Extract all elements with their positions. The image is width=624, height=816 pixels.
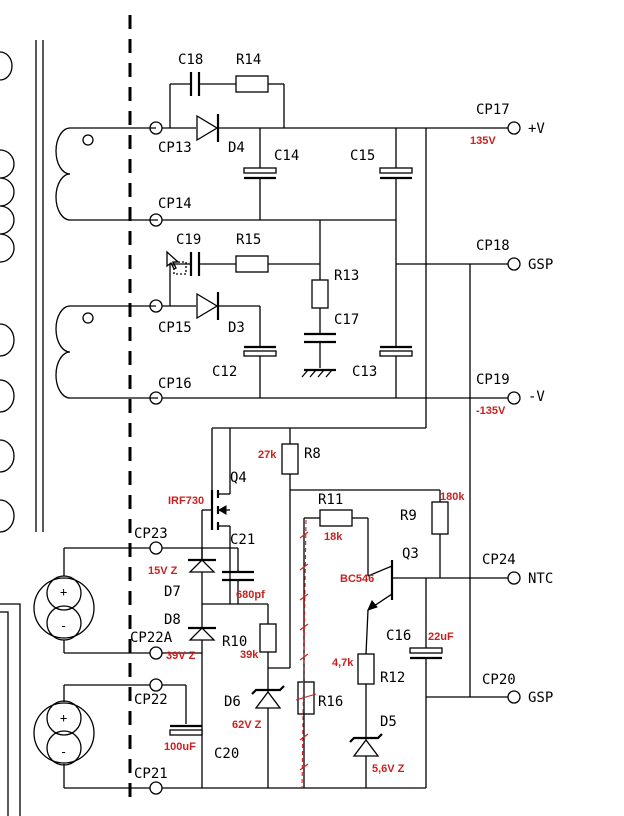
label-r12: R12 xyxy=(380,670,405,686)
label-cp22a: CP22A xyxy=(130,630,173,646)
label-c12: C12 xyxy=(212,364,237,380)
value-c16: 22uF xyxy=(428,631,454,643)
label-cp18-net: GSP xyxy=(528,257,553,273)
value-c20: 100uF xyxy=(164,741,196,753)
label-cp20-net: GSP xyxy=(528,690,553,706)
label-cp24: CP24 xyxy=(482,552,516,568)
label-cp14: CP14 xyxy=(158,196,192,212)
value-q3: BC546 xyxy=(340,573,374,585)
positive-rail xyxy=(162,72,508,428)
value-cp19: -135V xyxy=(476,405,506,417)
value-d8: 39V Z xyxy=(166,650,196,662)
label-c14: C14 xyxy=(274,148,299,164)
value-r8: 27k xyxy=(258,449,277,461)
label-r10: R10 xyxy=(222,634,247,650)
value-q4: IRF730 xyxy=(168,495,204,507)
value-d6: 62V Z xyxy=(232,719,262,731)
ac-source-icon: + - xyxy=(33,684,150,789)
component-values: 135V -135V 27k IRF730 180k 18k 15V Z BC5… xyxy=(148,135,506,775)
label-c13: C13 xyxy=(352,364,377,380)
negative-rail xyxy=(162,220,508,697)
label-cp18: CP18 xyxy=(476,238,510,254)
label-c20: C20 xyxy=(214,746,239,762)
label-d6: D6 xyxy=(224,694,241,710)
label-cp17-net: +V xyxy=(528,121,545,137)
label-cp19-net: -V xyxy=(528,389,545,405)
svg-text:-: - xyxy=(60,619,67,633)
label-cp24-net: NTC xyxy=(528,571,553,587)
label-cp16: CP16 xyxy=(158,376,192,392)
label-c16: C16 xyxy=(386,628,411,644)
svg-text:+: + xyxy=(60,585,67,599)
label-c15: C15 xyxy=(350,148,375,164)
label-r16: R16 xyxy=(318,694,343,710)
label-d3: D3 xyxy=(228,320,245,336)
value-cp17: 135V xyxy=(470,135,496,147)
svg-text:-: - xyxy=(60,745,67,759)
label-d5: D5 xyxy=(380,714,397,730)
label-q4: Q4 xyxy=(230,470,247,486)
label-q3: Q3 xyxy=(402,546,419,562)
component-labels: C18 R14 CP17 +V CP13 D4 C14 C15 CP14 C19… xyxy=(130,52,553,782)
value-c21: 680pf xyxy=(236,589,265,601)
label-d7: D7 xyxy=(164,584,181,600)
label-r11: R11 xyxy=(318,492,343,508)
label-cp17: CP17 xyxy=(476,102,510,118)
value-r12: 4,7k xyxy=(332,657,354,669)
label-r9: R9 xyxy=(400,508,417,524)
ac-source-icon: + - xyxy=(33,547,150,654)
label-r8: R8 xyxy=(304,446,321,462)
value-d7: 15V Z xyxy=(148,565,178,577)
label-cp13: CP13 xyxy=(158,140,192,156)
value-r9: 180k xyxy=(440,491,465,503)
driver-section xyxy=(162,427,508,789)
label-cp22: CP22 xyxy=(134,692,168,708)
label-c17: C17 xyxy=(334,312,359,328)
label-cp21: CP21 xyxy=(134,766,168,782)
label-cp20: CP20 xyxy=(482,672,516,688)
label-d8: D8 xyxy=(164,612,181,628)
label-cp19: CP19 xyxy=(476,372,510,388)
label-r14: R14 xyxy=(236,52,261,68)
value-r10: 39k xyxy=(240,649,259,661)
value-r11: 18k xyxy=(324,531,343,543)
label-cp15: CP15 xyxy=(158,320,192,336)
ground-icon xyxy=(301,368,336,378)
value-d5: 5,6V Z xyxy=(372,763,405,775)
label-c19: C19 xyxy=(176,232,201,248)
label-d4: D4 xyxy=(228,140,245,156)
svg-text:+: + xyxy=(60,711,67,725)
label-cp23: CP23 xyxy=(134,526,168,542)
label-r13: R13 xyxy=(334,268,359,284)
label-c21: C21 xyxy=(230,532,255,548)
label-c18: C18 xyxy=(178,52,203,68)
label-r15: R15 xyxy=(236,232,261,248)
transformer-icon xyxy=(0,40,158,533)
